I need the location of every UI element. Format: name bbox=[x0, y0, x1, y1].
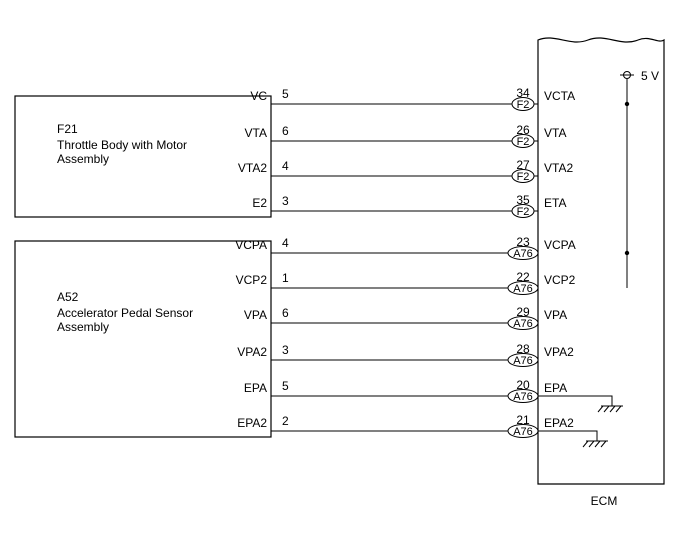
sensor-pin-number: 5 bbox=[282, 87, 289, 101]
ecm-pin-number: 34 bbox=[516, 86, 530, 100]
connector-a76 bbox=[507, 316, 539, 330]
ecm-terminal-name: VCTA bbox=[544, 89, 575, 103]
ecm-pin-number: 20 bbox=[516, 378, 530, 392]
component-id: F21 bbox=[57, 122, 78, 136]
sensor-pin-number: 3 bbox=[282, 343, 289, 357]
connector-label: F2 bbox=[517, 99, 530, 111]
supply-5v: 5 V bbox=[620, 69, 659, 288]
ecm-pin-number: 22 bbox=[516, 270, 530, 284]
component-a52: A52 Accelerator Pedal Sensor Assembly bbox=[14, 240, 272, 438]
component-box bbox=[14, 95, 272, 218]
connector-label: A76 bbox=[513, 248, 533, 260]
ground-wire bbox=[538, 395, 613, 406]
component-name-line: Assembly bbox=[57, 152, 109, 166]
ecm-pin-number: 21 bbox=[516, 413, 530, 427]
ecm-pin-number: 23 bbox=[516, 235, 530, 249]
connector-label: F2 bbox=[517, 136, 530, 148]
connector-label: A76 bbox=[513, 318, 533, 330]
component-name-line: Throttle Body with Motor bbox=[57, 138, 187, 152]
ground-wire bbox=[538, 430, 598, 441]
ecm-terminal-name: VTA2 bbox=[544, 161, 573, 175]
sensor-pin-name: VCPA bbox=[235, 238, 267, 252]
sensor-pin-name: EPA bbox=[244, 381, 267, 395]
connector-label: F2 bbox=[517, 171, 530, 183]
connector-f2 bbox=[511, 169, 535, 183]
ecm-terminal-name: VPA2 bbox=[544, 345, 574, 359]
component-id: A52 bbox=[57, 290, 79, 304]
component-name-line: Accelerator Pedal Sensor bbox=[57, 306, 193, 320]
ground-icon bbox=[582, 440, 607, 448]
sensor-pin-number: 3 bbox=[282, 194, 289, 208]
ecm-pin-number: 28 bbox=[516, 342, 530, 356]
connector-f2 bbox=[511, 134, 535, 148]
ecm-terminal-name: VCP2 bbox=[544, 273, 576, 287]
ground-icon bbox=[597, 405, 622, 413]
ecm-terminal-name: VPA bbox=[544, 308, 567, 322]
sensor-pin-name: VPA bbox=[244, 308, 267, 322]
sensor-pin-name: VPA2 bbox=[237, 345, 267, 359]
ecm-pin-number: 27 bbox=[516, 158, 530, 172]
connector-f2 bbox=[511, 204, 535, 218]
sensor-pin-number: 4 bbox=[282, 159, 289, 173]
connector-a76 bbox=[507, 281, 539, 295]
sensor-pin-number: 5 bbox=[282, 379, 289, 393]
ecm-terminal-name: EPA2 bbox=[544, 416, 574, 430]
ecm-pin-number: 29 bbox=[516, 305, 530, 319]
connector-label: A76 bbox=[513, 391, 533, 403]
sensor-pin-name: E2 bbox=[252, 196, 267, 210]
ecm-pin-number: 26 bbox=[516, 123, 530, 137]
ecm-terminal-name: VTA bbox=[544, 126, 566, 140]
ecm-terminal-name: ETA bbox=[544, 196, 566, 210]
sensor-pin-number: 4 bbox=[282, 236, 289, 250]
supply-label: 5 V bbox=[641, 69, 659, 83]
sensor-pin-name: EPA2 bbox=[237, 416, 267, 430]
sensor-pin-name: VTA bbox=[245, 126, 267, 140]
component-name-line: Assembly bbox=[57, 320, 109, 334]
ecm-terminal-name: EPA bbox=[544, 381, 567, 395]
sensor-pin-number: 6 bbox=[282, 124, 289, 138]
sensor-pin-name: VC bbox=[250, 89, 267, 103]
ecm-terminal-name: VCPA bbox=[544, 238, 576, 252]
sensor-pin-name: VTA2 bbox=[238, 161, 267, 175]
ecm-pin-number: 35 bbox=[516, 193, 530, 207]
connector-label: A76 bbox=[513, 283, 533, 295]
connector-a76 bbox=[507, 246, 539, 260]
component-box bbox=[14, 240, 272, 438]
connector-label: A76 bbox=[513, 426, 533, 438]
sensor-pin-number: 1 bbox=[282, 271, 289, 285]
connector-f2 bbox=[511, 97, 535, 111]
sensor-pin-number: 2 bbox=[282, 414, 289, 428]
component-f21: F21 Throttle Body with Motor Assembly bbox=[14, 95, 272, 218]
ecm-box bbox=[537, 37, 665, 485]
junction-dot bbox=[624, 101, 630, 107]
sensor-pin-number: 6 bbox=[282, 306, 289, 320]
sensor-pin-name: VCP2 bbox=[236, 273, 268, 287]
connector-label: F2 bbox=[517, 206, 530, 218]
ecm-label: ECM bbox=[591, 494, 618, 508]
connector-a76 bbox=[507, 353, 539, 367]
connector-label: A76 bbox=[513, 355, 533, 367]
